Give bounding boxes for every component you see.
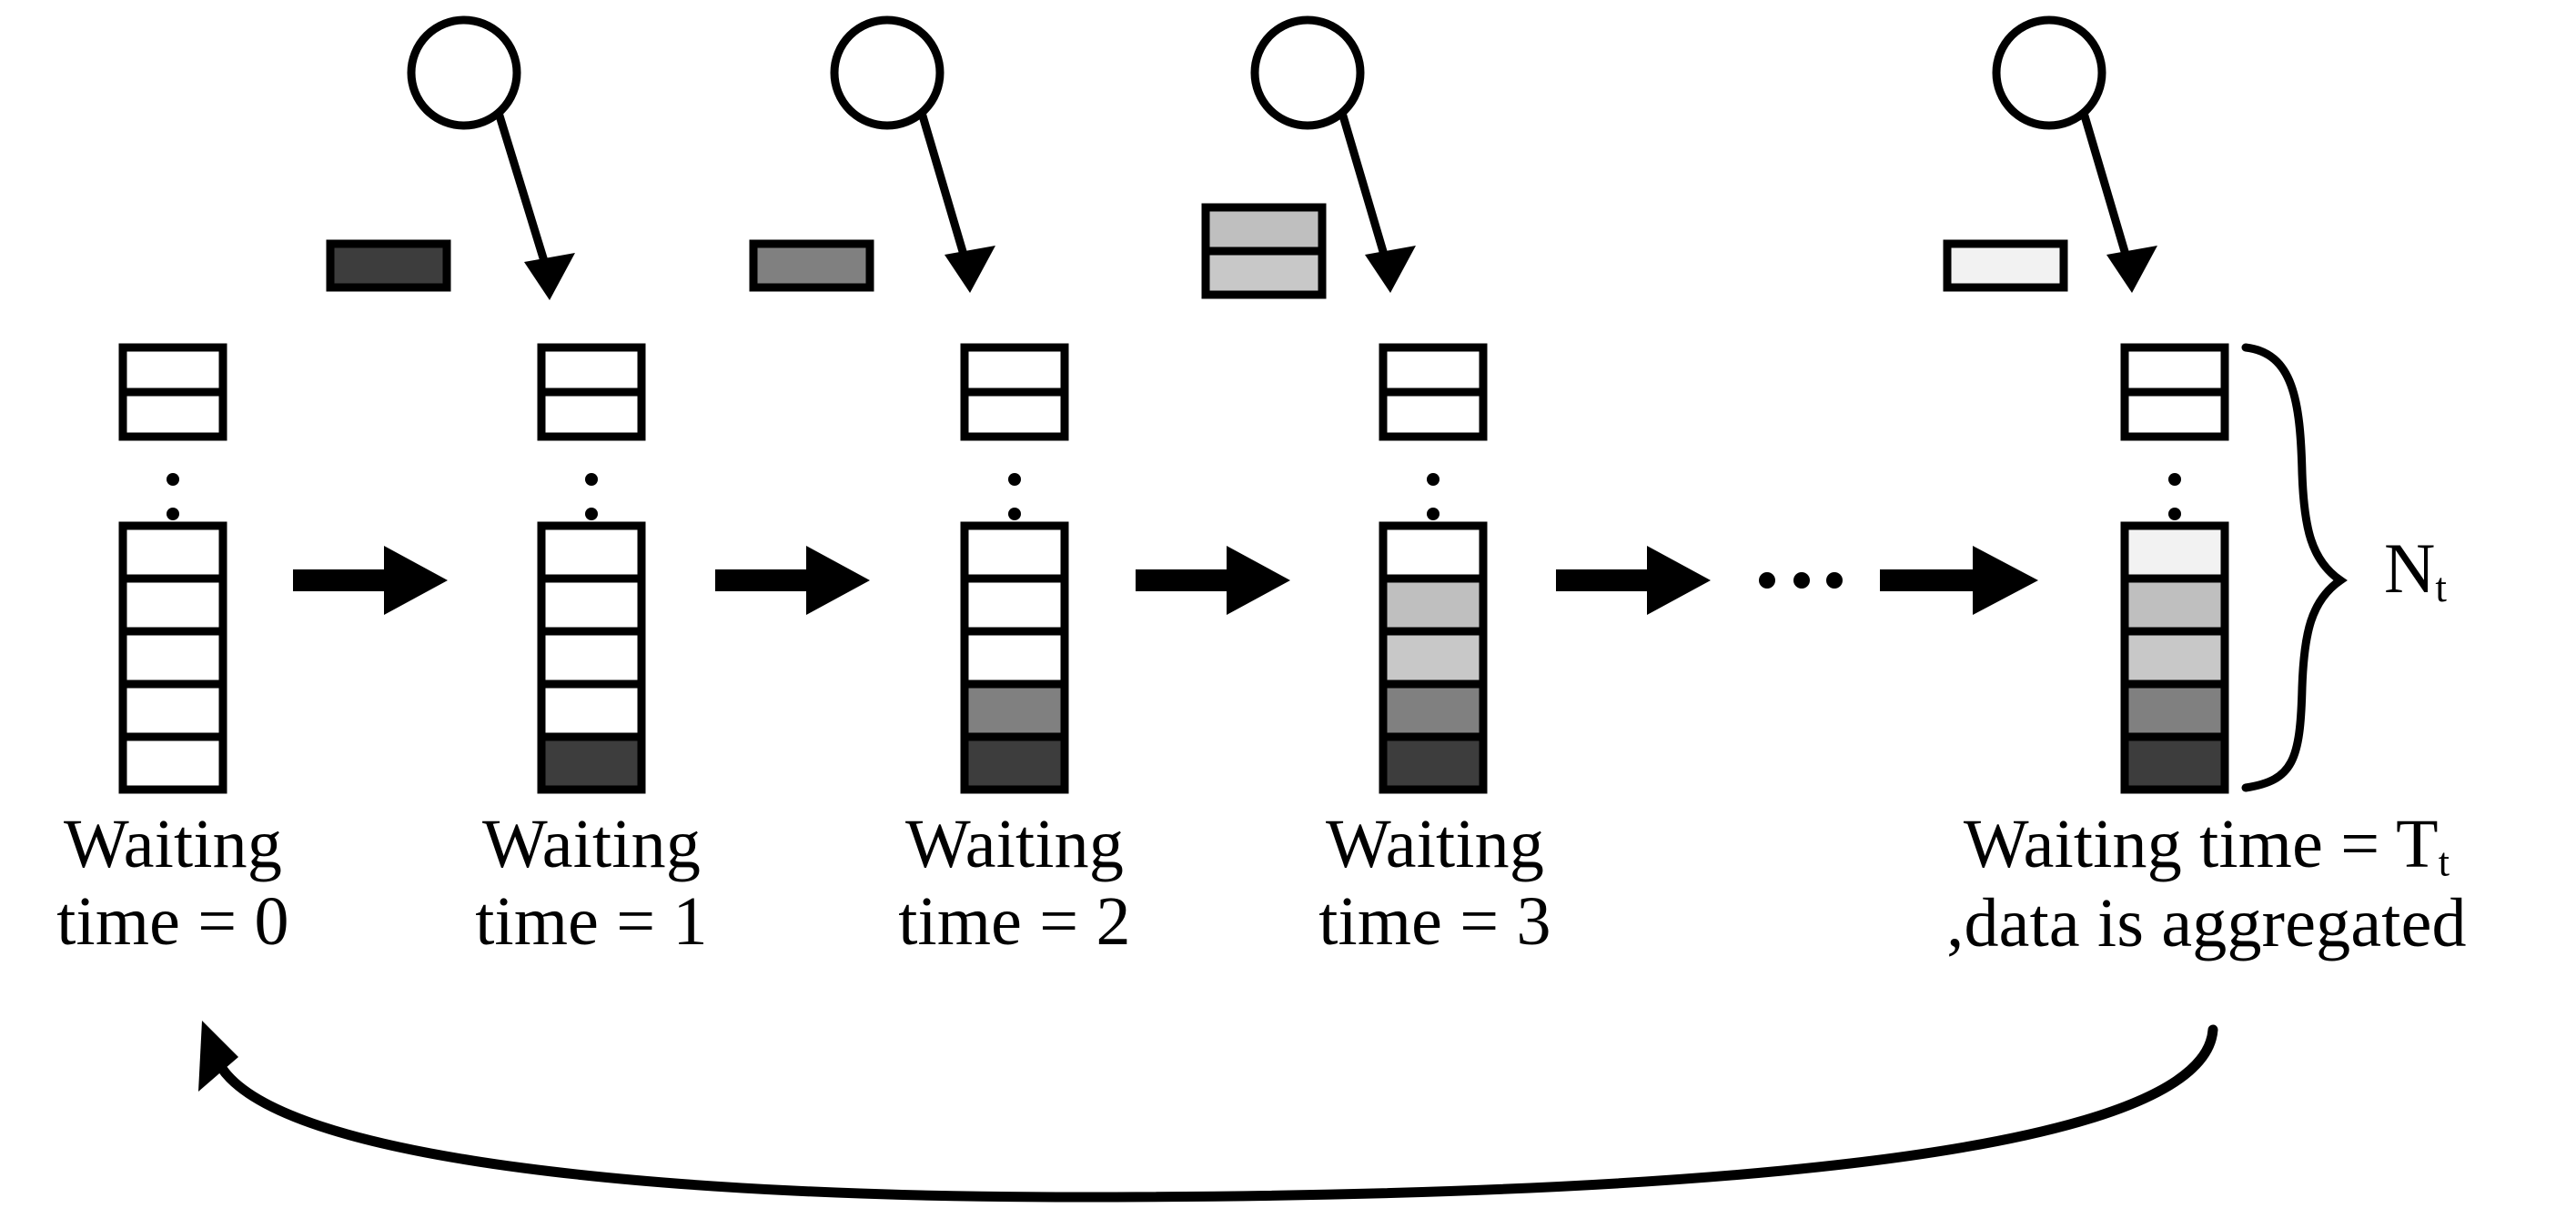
stage-1-group: [326, 15, 646, 794]
stage-2-packet-swatch: [749, 239, 874, 292]
stage-2-source-node: [830, 15, 945, 130]
stage-1-top-box: [537, 343, 646, 441]
stage-final-label: Waiting time = Tt ,data is aggregated: [1838, 806, 2575, 962]
stage-3-group: [1201, 15, 1488, 794]
flow-horizontal-ellipsis: [1759, 572, 1843, 589]
stage-final-label-line2: ,data is aggregated: [1946, 885, 2467, 962]
stage-0-label: Waiting time = 0: [56, 806, 289, 961]
stage-2-inject-arrow: [917, 111, 995, 293]
stage-1-packet-swatch: [326, 239, 451, 292]
stage-3-top-box: [1379, 343, 1488, 441]
stage-3-label: Waiting time = 3: [1318, 806, 1551, 961]
feedback-loop-arrow: [198, 1021, 2218, 1203]
stage-final-inject-arrow: [2079, 111, 2157, 293]
flow-arrow-4: [1556, 546, 1711, 615]
brace-label-subscript: t: [2435, 564, 2447, 610]
stage-final-source-node: [1992, 15, 2106, 130]
stage-final-group: [1943, 15, 2229, 794]
brace-label-base: N: [2384, 528, 2436, 608]
stage-final-label-subscript: t: [2438, 840, 2450, 885]
stage-0-queue-box: [118, 521, 227, 794]
flow-arrow-2: [715, 546, 870, 615]
stage-1-source-node: [407, 15, 521, 130]
stage-final-top-box: [2120, 343, 2229, 441]
stage-1-label: Waiting time = 1: [475, 806, 708, 961]
stage-3-queue-box: [1379, 521, 1488, 794]
stage-2-queue-box: [960, 521, 1069, 794]
brace-label-nt: Nt: [2384, 533, 2447, 609]
stage-final-queue-box: [2120, 521, 2229, 794]
stage-3-packet-swatch: [1201, 203, 1327, 299]
stage-3-inject-arrow: [1338, 111, 1416, 293]
flow-arrow-1: [293, 546, 448, 615]
flow-arrow-3: [1136, 546, 1290, 615]
stage-0-top-box: [118, 343, 227, 441]
stage-1-inject-arrow: [494, 111, 575, 300]
stage-2-group: [749, 15, 1069, 794]
stage-1-queue-box: [537, 521, 646, 794]
stage-final-label-line1: Waiting time = T: [1963, 806, 2439, 882]
stage-3-source-node: [1250, 15, 1365, 130]
aggregation-brace: [2241, 343, 2348, 792]
stage-2-top-box: [960, 343, 1069, 441]
stage-2-label: Waiting time = 2: [898, 806, 1131, 961]
flow-arrow-5: [1880, 546, 2038, 615]
stage-final-packet-swatch: [1943, 239, 2068, 292]
stage-0-group: [118, 343, 227, 794]
